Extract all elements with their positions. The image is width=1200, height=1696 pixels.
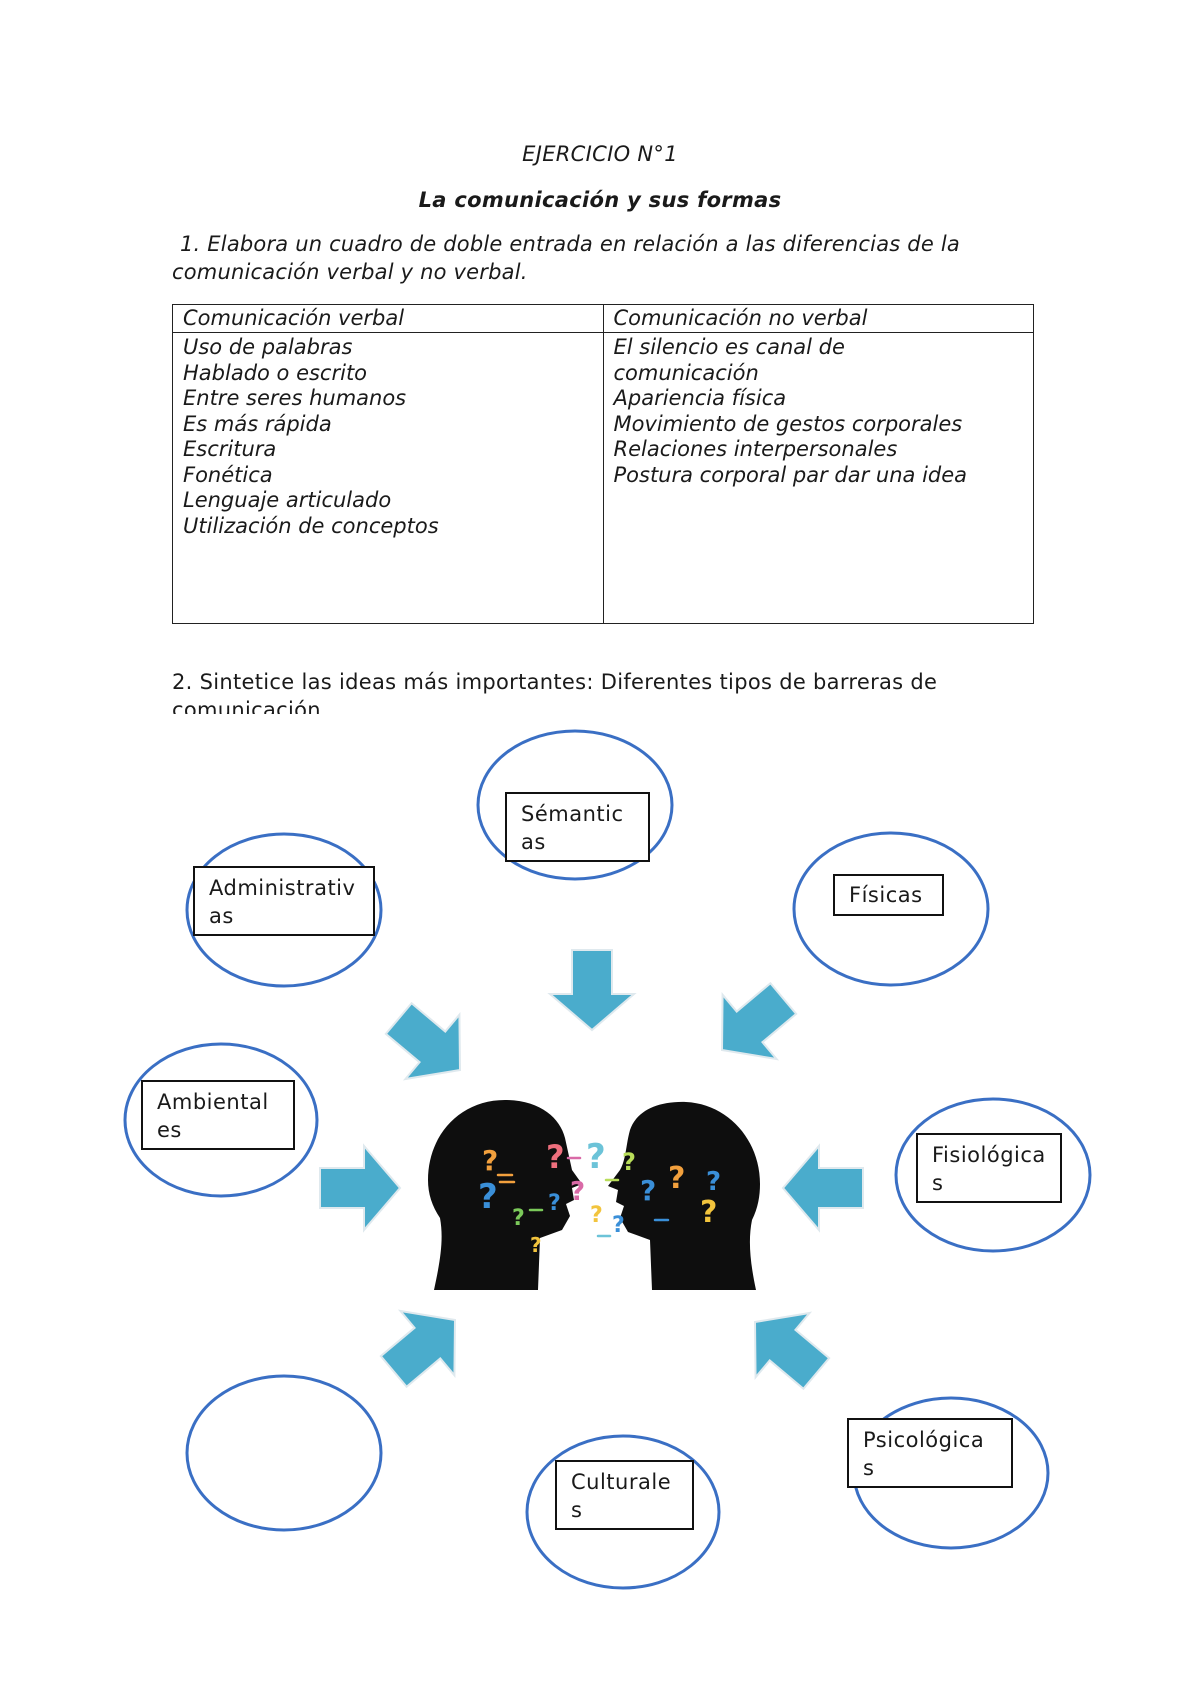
right-head-silhouette [608, 1101, 760, 1290]
question-2-line-1: 2. Sintetice las ideas más importantes: … [172, 670, 938, 694]
ellipse-fisiologicas [894, 1097, 1092, 1253]
question-mark: ? [512, 1206, 525, 1231]
label-line: Ambiental [157, 1090, 269, 1114]
table-body-row: Uso de palabras Hablado o escrito Entre … [172, 332, 1034, 624]
question-mark: ? [482, 1144, 498, 1177]
question-mark: ? [546, 1138, 565, 1176]
ellipse-semanticas [476, 729, 674, 881]
header-no-verbal: Comunicación no verbal [602, 304, 1034, 333]
label-ambientales: Ambiental es [141, 1080, 295, 1150]
list-item: Hablado o escrito [183, 360, 368, 385]
label-administrativas: Administrativ as [193, 866, 375, 936]
question-marks: ? ? ? ? ? ? ? ? ? ? ? ? ? ? ? [478, 1137, 721, 1257]
arrow-top-right [694, 965, 812, 1084]
question-2: 2. Sintetice las ideas más importantes: … [172, 668, 1032, 714]
question-mark: ? [570, 1177, 585, 1207]
list-item: Escritura [183, 437, 277, 461]
label-line: Culturale [571, 1470, 672, 1494]
question-mark: ? [668, 1161, 685, 1196]
label-line: as [209, 904, 234, 928]
no-verbal-cell: El silencio es canal de comunicación Apa… [602, 332, 1034, 624]
question-1: 1. Elabora un cuadro de doble entrada en… [172, 230, 1012, 286]
question-1-line-2: comunicación verbal y no verbal. [172, 260, 528, 284]
label-semanticas: Sémantic as [505, 792, 650, 862]
arrow-left [319, 1145, 401, 1231]
list-item: Apariencia física [613, 386, 787, 410]
exercise-subtitle: La comunicación y sus formas [418, 188, 782, 212]
comparison-table: Comunicación verbal Comunicación no verb… [172, 304, 1034, 624]
barrier-arrows [319, 949, 864, 1407]
label-line: Sémantic [521, 802, 624, 826]
question-mark: ? [586, 1137, 606, 1177]
ellipse-fisicas [792, 831, 990, 987]
arrow-top-left [370, 985, 488, 1104]
list-item: El silencio es canal de [613, 335, 845, 359]
list-item: Entre seres humanos [183, 386, 407, 410]
list-item: Movimiento de gestos corporales [613, 411, 963, 436]
barrier-ellipses [123, 729, 1092, 1590]
label-line: s [571, 1498, 583, 1522]
question-mark: ? [612, 1213, 625, 1238]
label-line: Físicas [849, 883, 923, 907]
question-mark: ? [640, 1174, 656, 1207]
question-mark: ? [548, 1191, 561, 1216]
list-item: Utilización de conceptos [183, 513, 439, 538]
question-mark: ? [590, 1203, 603, 1228]
list-item: Lenguaje articulado [183, 488, 392, 512]
label-line: Fisiológica [932, 1143, 1046, 1167]
label-line: s [863, 1456, 875, 1480]
arrow-top [549, 949, 635, 1031]
speech-dashes [496, 1156, 670, 1238]
list-item: Postura corporal par dar una idea [613, 462, 968, 487]
list-item: Es más rápida [183, 411, 332, 436]
label-line: es [157, 1118, 182, 1142]
ellipse-administrativas [185, 832, 383, 988]
label-fisiologicas: Fisiológica s [916, 1133, 1062, 1203]
question-mark: ? [706, 1167, 721, 1197]
label-culturales: Culturale s [555, 1460, 694, 1530]
list-item: Relaciones interpersonales [613, 437, 898, 461]
exercise-title: EJERCICIO N°1 [522, 142, 678, 166]
label-psicologicas: Psicológica s [847, 1418, 1013, 1488]
arrow-bottom-left [365, 1286, 483, 1405]
label-fisicas: Físicas [833, 874, 944, 916]
list-item: Fonética [183, 462, 273, 487]
ellipse-ambientales [123, 1042, 319, 1198]
label-line: as [521, 830, 546, 854]
question-2-line-2: comunicación [172, 698, 321, 714]
label-line: Psicológica [863, 1428, 985, 1452]
ellipse-culturales [525, 1434, 721, 1590]
two-heads-illustration: ? ? ? ? ? ? ? ? ? ? ? ? ? ? ? [428, 1100, 760, 1290]
question-mark: ? [530, 1233, 542, 1257]
label-line: Administrativ [209, 876, 356, 900]
list-item: comunicación [613, 360, 759, 385]
ellipse-empty [185, 1374, 383, 1532]
left-head-silhouette [428, 1100, 582, 1290]
question-mark: ? [622, 1148, 636, 1176]
arrow-right [782, 1145, 864, 1231]
label-line: s [932, 1171, 944, 1195]
question-mark: ? [700, 1195, 717, 1230]
verbal-cell: Uso de palabras Hablado o escrito Entre … [172, 332, 604, 624]
arrow-bottom-right [727, 1288, 845, 1407]
list-item: Uso de palabras [183, 335, 353, 359]
table-header-row: Comunicación verbal Comunicación no verb… [172, 304, 1034, 333]
question-mark: ? [478, 1177, 498, 1217]
question-1-line-1: 1. Elabora un cuadro de doble entrada en… [180, 232, 960, 256]
